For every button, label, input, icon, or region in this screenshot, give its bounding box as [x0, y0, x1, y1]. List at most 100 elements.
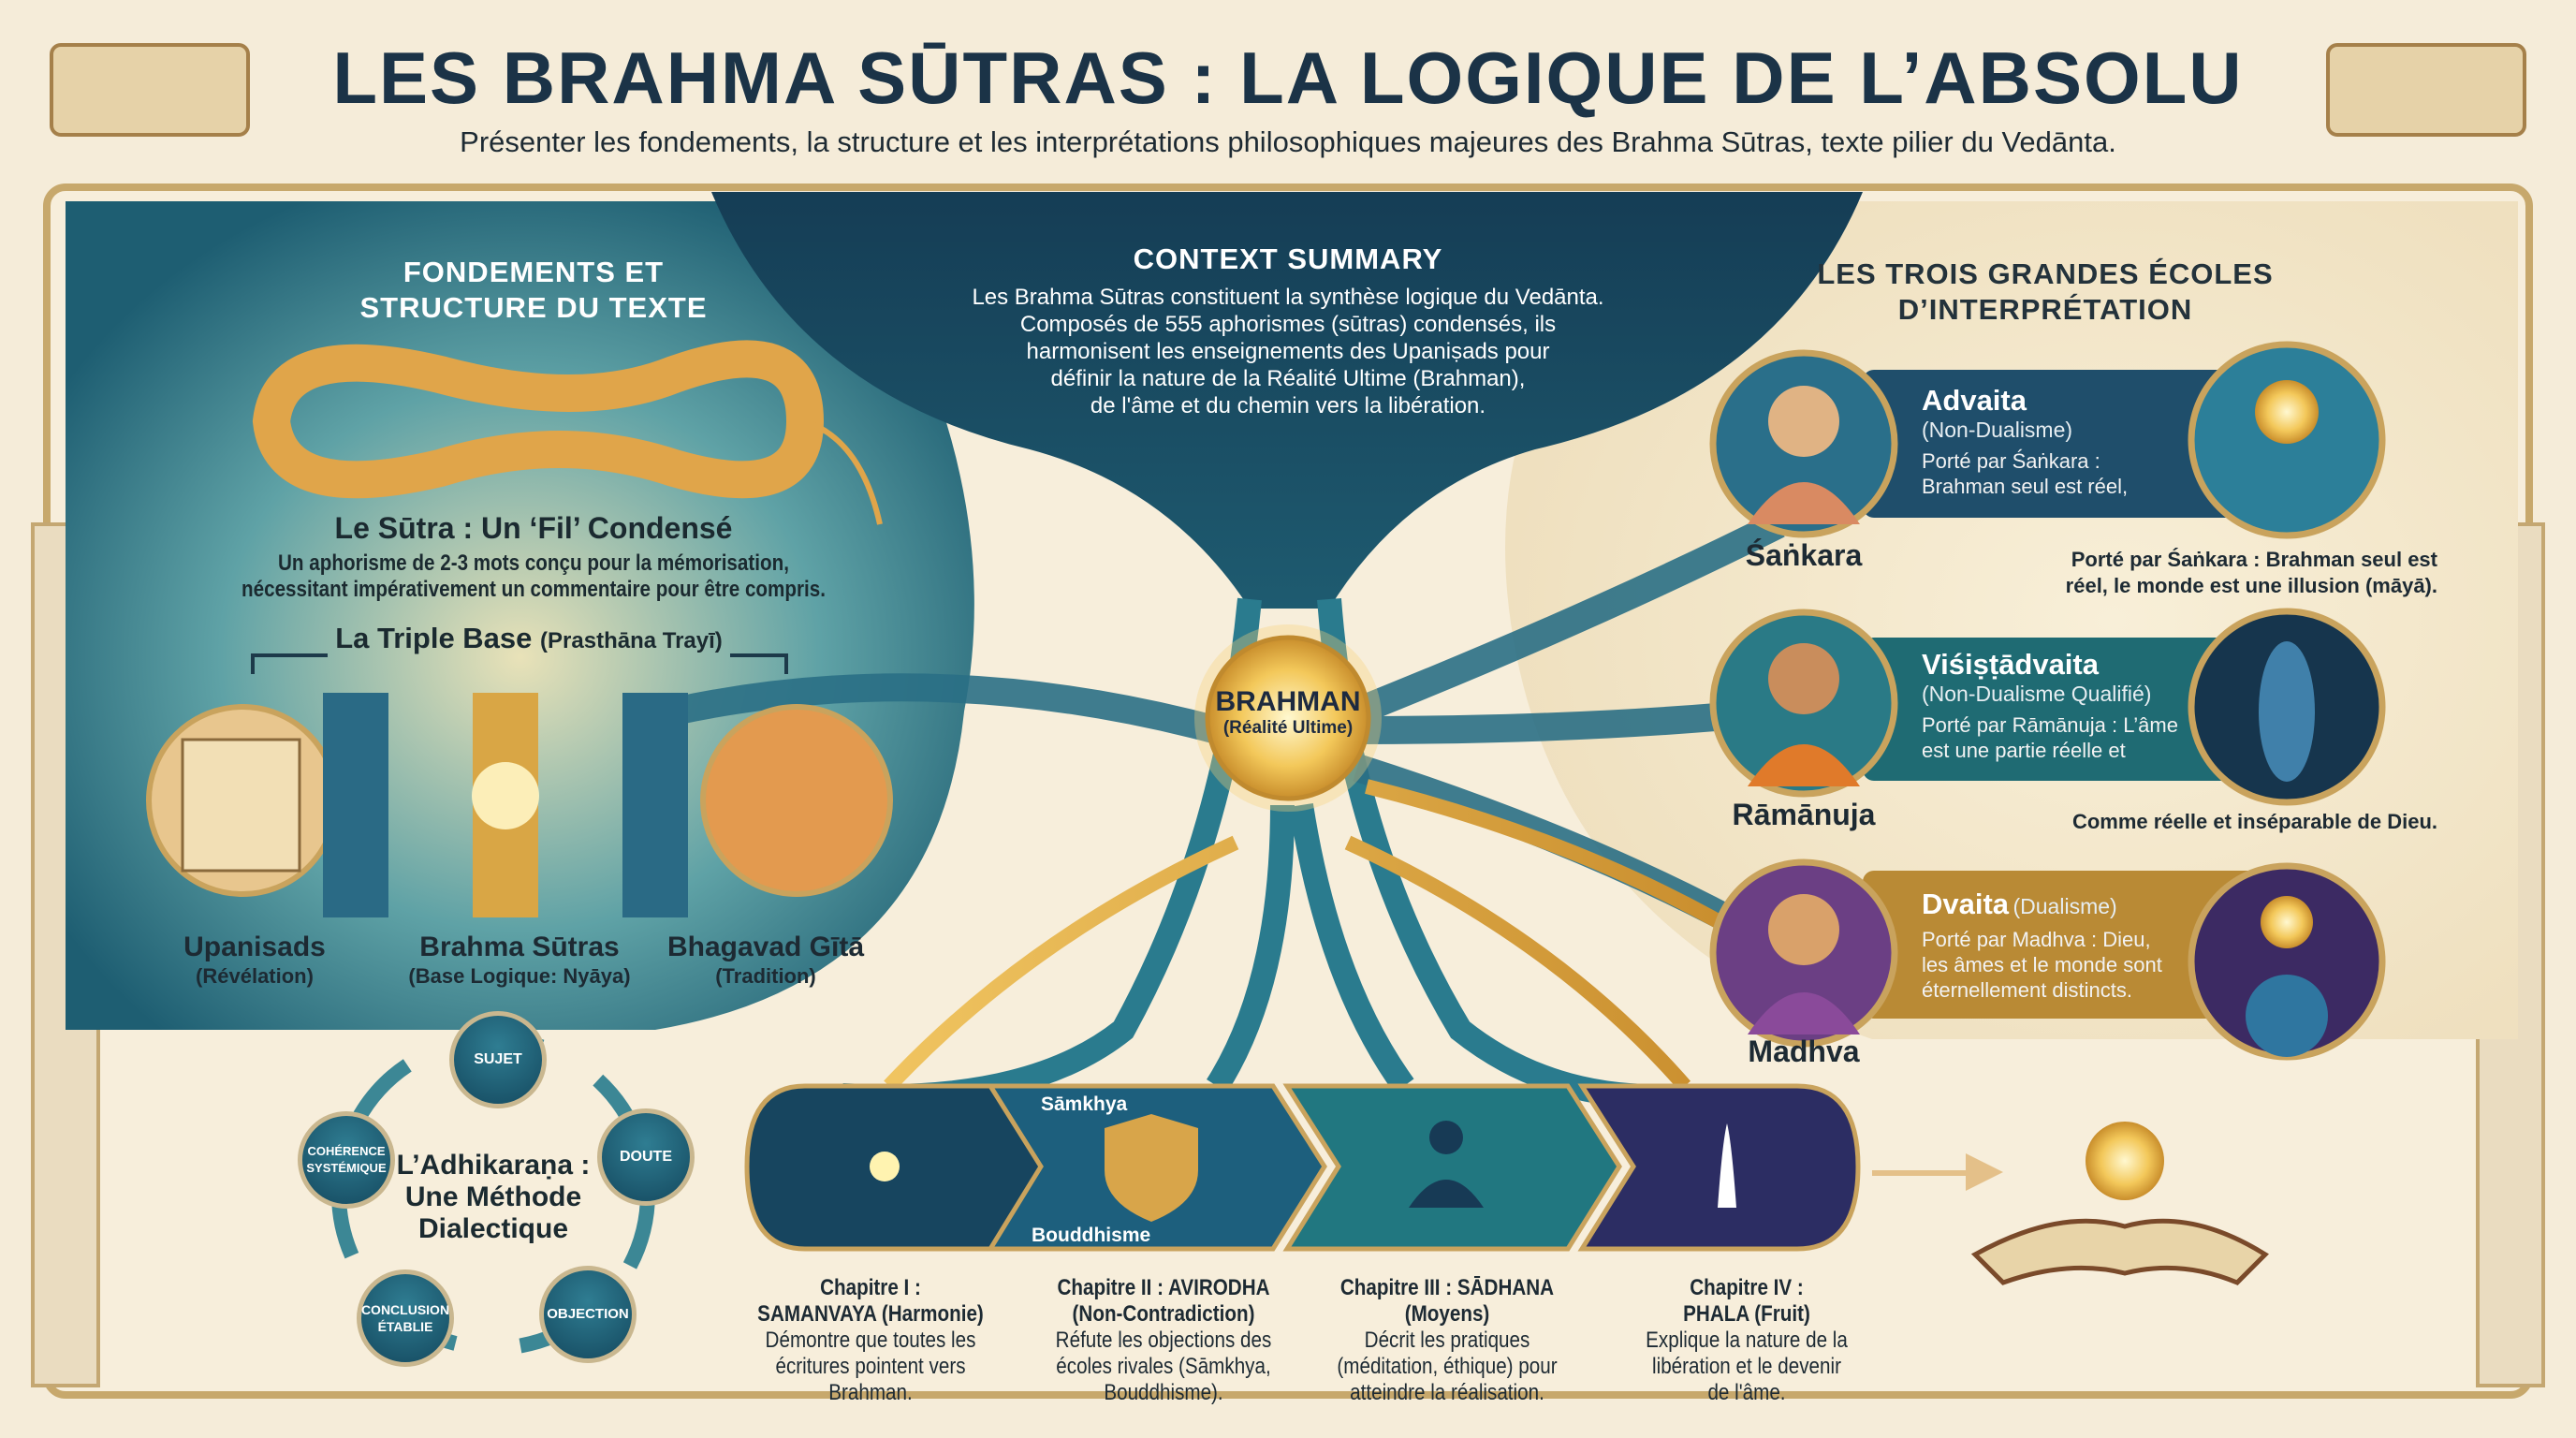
sutra-desc-line: Un aphorisme de 2-3 mots conçu pour la m… [278, 550, 789, 576]
meditation-icon [1409, 1180, 1484, 1208]
chapter-title: SAMANVAYA (Harmonie) [757, 1301, 984, 1327]
sutra-description: Un aphorisme de 2-3 mots conçu pour la m… [212, 550, 856, 603]
left-heading: FONDEMENTS ET STRUCTURE DU TEXTE [346, 255, 721, 326]
base-sub: (Révélation) [196, 964, 314, 988]
visistadvaita-banner [1863, 638, 2303, 781]
brahman-sub: (Réalité Ultime) [1222, 718, 1354, 738]
chapter-1-panel [744, 1083, 1061, 1252]
chapter-4-panel [1577, 1083, 1861, 1252]
school-desc: Porté par Madhva : Dieu, [1922, 928, 2151, 951]
shield-icon [1105, 1114, 1198, 1222]
chapter-desc: Explique la nature de la [1646, 1328, 1848, 1353]
school-name: Dvaita [1922, 888, 2010, 920]
chapter-title: (Moyens) [1404, 1301, 1490, 1327]
school-name: Advaita [1922, 384, 2027, 417]
school-advaita: Advaita (Non-Dualisme) Porté par Śaṅkara… [1922, 384, 2203, 499]
base-bhagavad-gita: Bhagavad Gītā(Tradition) [635, 932, 897, 990]
school-desc: éternellement distincts. [1922, 978, 2132, 1002]
chapter-desc: de l'âme. [1707, 1380, 1786, 1405]
page-title: LES BRAHMA SŪTRAS : LA LOGIQUE DE L’ABSO… [332, 37, 2244, 119]
sutra-title: Le Sūtra : Un ‘Fil’ Condensé [334, 511, 733, 545]
chapter-desc: Brahman. [828, 1380, 913, 1405]
cycle-title-line: Dialectique [417, 1213, 569, 1244]
base-upanisads: Upanisads(Révélation) [124, 932, 386, 990]
chapter-title: PHALA (Fruit) [1683, 1301, 1810, 1327]
context-line: harmonisent les enseignements des Upaniṣ… [1026, 339, 1550, 364]
triple-base-label: La Triple Base [335, 622, 533, 654]
context-line: Les Brahma Sūtras constituent la synthès… [972, 285, 1604, 310]
chapter-1: Chapitre I : SAMANVAYA (Harmonie) Démont… [738, 1275, 1003, 1406]
master-sankara: Śaṅkara [1745, 538, 1863, 572]
school-sub: (Non-Dualisme Qualifié) [1922, 682, 2152, 706]
base-name: Brahma Sūtras [419, 932, 620, 962]
open-book-icon [1970, 1218, 2269, 1285]
context-title: CONTEXT SUMMARY [1133, 242, 1443, 275]
side-line: Comme réelle et inséparable de Dieu. [2071, 810, 2437, 833]
scroll-left [50, 43, 250, 137]
schools-heading: LES TROIS GRANDES ÉCOLES D’INTERPRÉTATIO… [1778, 257, 2312, 328]
schools-heading-line: LES TROIS GRANDES ÉCOLES [1817, 257, 2274, 290]
triple-base-sub: (Prasthāna Trayī) [540, 628, 723, 653]
cycle-node-conclusion: CONCLUSION ÉTABLIE [357, 1269, 454, 1367]
gita-image [700, 704, 893, 897]
chapter-title: Chapitre I : [820, 1275, 921, 1300]
cycle-node-objection: OBJECTION [539, 1266, 637, 1363]
liberated-soul-icon [1718, 1123, 1736, 1208]
base-sub: (Tradition) [715, 964, 816, 988]
side-line: Porté par Śaṅkara : Brahman seul est [2071, 548, 2437, 571]
chapter-desc: Décrit les pratiques [1364, 1328, 1530, 1353]
chapter-title: Chapitre II : AVIRODHA [1057, 1275, 1270, 1300]
pillar-blue-left [323, 693, 388, 917]
base-sub: (Base Logique: Nyāya) [408, 964, 631, 988]
master-madhva: Madhva [1748, 1034, 1860, 1068]
brahman-label: BRAHMAN (Réalité Ultime) [1194, 686, 1382, 739]
base-name: Upanisads [183, 932, 326, 962]
pillar-blue-right [622, 693, 688, 917]
cycle-title-line: L’Adhikaraṇa : [396, 1150, 591, 1181]
chapter-desc: libération et le devenir [1652, 1354, 1841, 1379]
school-name: Viśiṣṭādvaita [1922, 648, 2099, 681]
chapter-desc: Réfute les objections des [1055, 1328, 1272, 1353]
scroll-right [2326, 43, 2526, 137]
school-sub: (Dualisme) [2012, 894, 2117, 918]
sutra-desc-line: nécessitant impérativement un commentair… [242, 577, 826, 602]
tag-bouddhisme: Bouddhisme [1032, 1225, 1151, 1246]
chapter-desc: (méditation, éthique) pour [1337, 1354, 1558, 1379]
school-desc: Porté par Śaṅkara : [1922, 449, 2100, 473]
school-desc: Porté par Rāmānuja : L’âme [1922, 713, 2178, 737]
chapter-4: Chapitre IV : PHALA (Fruit) Explique la … [1614, 1275, 1880, 1406]
tag-samkhya: Sāmkhya [1041, 1093, 1128, 1115]
chapter-desc: écritures pointent vers [775, 1354, 966, 1379]
chapter-2: Chapitre II : AVIRODHA (Non-Contradictio… [1031, 1275, 1296, 1406]
left-heading-line: FONDEMENTS ET [402, 256, 665, 288]
master-ramanuja: Rāmānuja [1732, 798, 1876, 831]
cycle-node-doute: DOUTE [597, 1108, 695, 1206]
brahman-circle [1205, 635, 1371, 801]
base-name: Bhagavad Gītā [666, 932, 865, 962]
cycle-node-coherence: COHÉRENCE SYSTÉMIQUE [298, 1111, 395, 1209]
arrow-to-book [1872, 1153, 2003, 1191]
school-visistadvaita: Viśiṣṭādvaita (Non-Dualisme Qualifié) Po… [1922, 648, 2203, 763]
school-sub: (Non-Dualisme) [1922, 418, 2073, 442]
school-dvaita: Dvaita (Dualisme) Porté par Madhva : Die… [1922, 888, 2231, 1003]
chapter-3-panel [1282, 1083, 1622, 1252]
schools-heading-line: D’INTERPRÉTATION [1897, 293, 2193, 326]
advaita-side-note: Porté par Śaṅkara : Brahman seul est rée… [1969, 547, 2437, 599]
chapter-title: Chapitre IV : [1690, 1275, 1804, 1300]
chapter-3: Chapitre III : SĀDHANA (Moyens) Décrit l… [1314, 1275, 1580, 1406]
context-line: Composés de 555 aphorismes (sūtras) cond… [1019, 312, 1557, 337]
brahman-name: BRAHMAN [1215, 686, 1361, 717]
context-text: Les Brahma Sūtras constituent la synthès… [936, 284, 1640, 419]
chapter-desc: Démontre que toutes les [765, 1328, 976, 1353]
chapter-desc: écoles rivales (Sāmkhya, [1056, 1354, 1271, 1379]
left-heading-line: STRUCTURE DU TEXTE [359, 291, 708, 324]
advaita-banner [1863, 370, 2303, 518]
context-line: de l'âme et du chemin vers la libération… [1090, 393, 1486, 418]
cycle-node-sujet: SUJET [449, 1011, 547, 1108]
chapter-title: Chapitre III : SĀDHANA [1339, 1275, 1555, 1300]
page-subtitle: Présenter les fondements, la structure e… [460, 125, 2116, 158]
visistadvaita-side-note: Comme réelle et inséparable de Dieu. [1969, 809, 2437, 835]
context-line: définir la nature de la Réalité Ultime (… [1050, 366, 1526, 391]
adhikarana-title: L’Adhikaraṇa : Une Méthode Dialectique [372, 1150, 615, 1245]
